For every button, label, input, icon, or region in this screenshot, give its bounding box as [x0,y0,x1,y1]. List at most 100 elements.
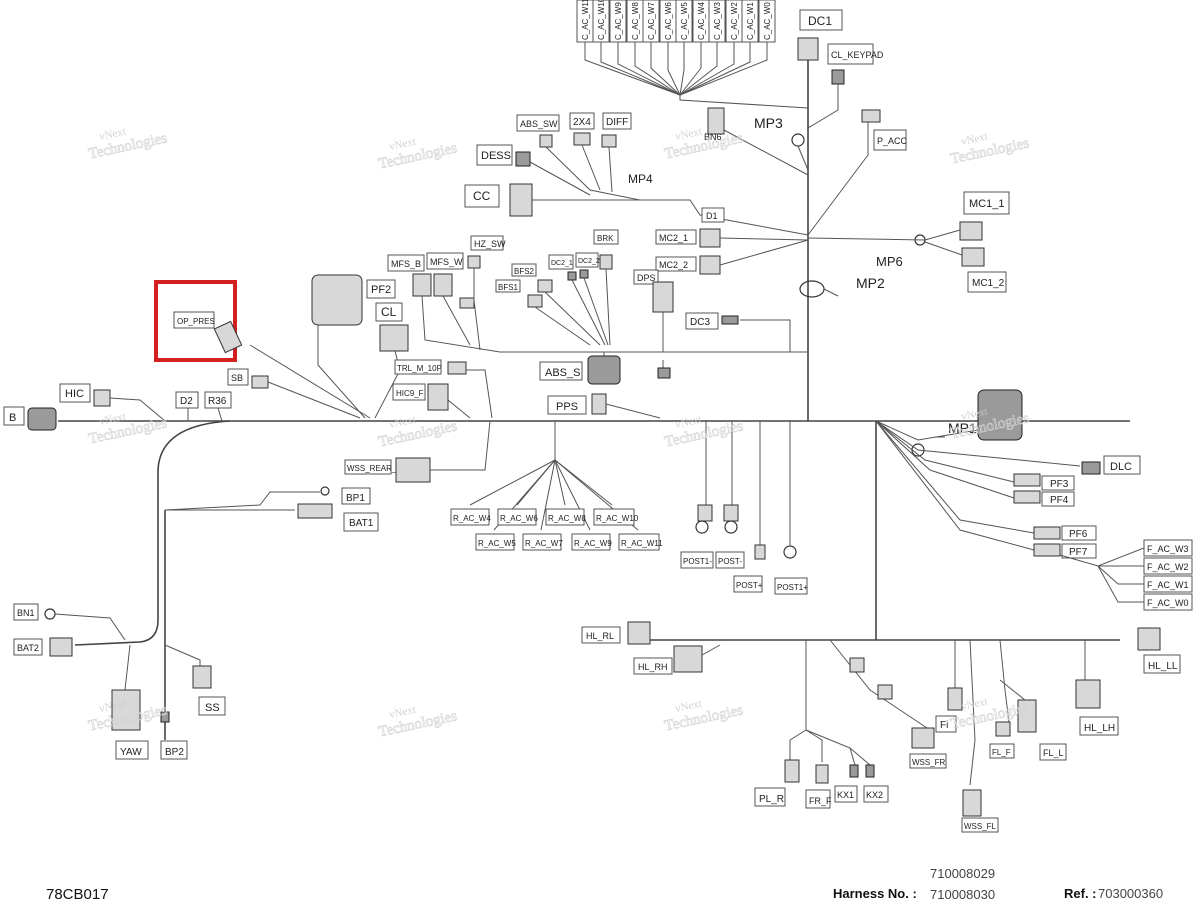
post-plus-label: POST+ [736,581,763,590]
pf4-connector-icon [1013,490,1041,504]
wss-fr-label: WSS_FR [912,758,946,767]
ss-label: SS [205,702,220,714]
hl-ll-connector-icon [1137,627,1161,651]
pf2-connector-icon [311,274,363,326]
bp1-label: BP1 [346,493,365,504]
left-upper-group: SB HIC B D2 R36 [3,368,361,431]
watermark-brand: vNext [960,406,989,423]
abs-s-connector-icon [587,355,621,385]
drawing-id: 78CB017 [46,886,109,903]
watermark-brand: vNext [674,126,703,143]
mc2-2-connector-icon [699,255,721,275]
abs-s-label: ABS_S [545,367,580,379]
watermark-brand: vNext [388,414,417,431]
bat2-connector-icon [49,637,73,657]
c-ac-w7-label: C_AC_W7 [647,2,656,40]
pps-label: PPS [556,401,578,413]
2x4-label: 2X4 [573,117,591,128]
r-ac-w11-label: R_AC_W11 [621,539,663,548]
hz-sw-label: HZ_SW [474,239,506,249]
c-ac-w5-label: C_AC_W5 [680,2,689,40]
watermark-brand: vNext [388,136,417,153]
post-minus-terminal-icon [723,504,739,522]
bfs2-connector-icon [537,279,553,293]
mfs-w-label: MFS_W [430,257,463,267]
cc-label: CC [473,189,491,203]
mp4-label: MP4 [628,172,653,186]
mc1-1-connector-icon [959,221,983,241]
upper-right-group: DC1 CL_KEYPAD MP3 BN6 P_ACC [704,9,908,236]
pf7-label: PF7 [1069,547,1088,558]
kx1-terminal-icon [849,764,859,778]
hl-rl-connector-icon [627,621,651,645]
b-connector-icon [27,407,57,431]
cl-label: CL [381,305,397,319]
hl-rh-label: HL_RH [638,662,668,672]
pf6-label: PF6 [1069,529,1088,540]
ref-label: Ref. : [1064,886,1097,901]
bat2-label: BAT2 [17,643,39,653]
mc2-1-label: MC2_1 [659,233,688,243]
fl-f-connector-icon [995,721,1011,737]
abs-sw-connector-icon [539,134,553,148]
mc1-2-label: MC1_2 [972,278,1005,289]
harness-number-label: Harness No. : [833,886,917,901]
mc1-1-label: MC1_1 [969,198,1004,210]
abs-sw-label: ABS_SW [520,119,558,129]
yaw-label: YAW [120,747,142,758]
fi-label: Fi [940,720,948,731]
fl-f-label: FL_F [992,748,1011,757]
dps-connector-icon [652,281,674,313]
hic9-f-connector-icon [427,383,449,411]
fl-l-connector-icon [1017,699,1037,733]
fi-connector-icon [947,687,963,711]
trl-m-10p-connector-icon [447,361,467,375]
watermarks: vNext Technologies vNext Technologies vN… [87,126,1031,741]
hic-label: HIC [65,388,84,400]
c-ac-fan-wires [584,42,809,109]
f-ac-w3-label: F_AC_W3 [1147,544,1189,554]
mp6-label: MP6 [876,254,903,269]
d2-label: D2 [180,396,193,407]
c-ac-w3-label: C_AC_W3 [713,2,722,40]
mp1-main-connector-icon [977,389,1023,441]
mp2-ring-icon [799,280,825,298]
dlc-label: DLC [1110,461,1132,473]
op-pres-highlight [154,280,237,362]
abs-s-sensor-icon [657,367,671,379]
hl-rh-connector-icon [673,645,703,673]
mc-cluster: MC1_1 MC1_2 MP6 MC2_1 MC2_2 MP2 [655,191,1010,298]
b-label: B [9,412,16,424]
c-ac-w8-label: C_AC_W8 [631,2,640,40]
bp2-terminal-icon [160,711,170,723]
bat1-label: BAT1 [349,518,374,529]
pl-r-label: PL_R [759,794,784,805]
middle-cluster: HZ_SW BRK MFS_B MFS_W DC2_1 DC2_2 BFS2 B… [311,229,808,419]
sb-label: SB [231,373,243,383]
watermark-brand: vNext [98,126,127,143]
r-ac-w5-label: R_AC_W5 [478,539,516,548]
op-pres-group: OP_PRES [154,280,371,419]
diff-connector-icon [601,134,617,148]
pf3-connector-icon [1013,473,1041,487]
watermark-brand: vNext [388,704,417,721]
mfs-wire-connector-icon [459,297,475,309]
pf4-label: PF4 [1050,495,1069,506]
c-ac-w1-label: C_AC_W1 [746,2,755,40]
mfs-b-label: MFS_B [391,259,421,269]
mp1-label: MP1 [948,420,977,436]
r-ac-w8-label: R_AC_W8 [548,514,586,523]
dc1-label: DC1 [808,14,832,28]
wss-fr-mid-connector-icon [849,657,865,673]
wss-rear-bp-group: WSS_REAR_M BP1 BAT1 [164,420,491,532]
lower-right-group: HL_RL HL_RH HL_LL HL_LH WSS_FR PL_R FR_F… [581,621,1181,833]
post1-minus-label: POST1- [683,557,712,566]
mc2-1-connector-icon [699,228,721,248]
d1-label: D1 [706,211,718,221]
post-minus-label: POST- [718,557,742,566]
mp2-label: MP2 [856,275,885,291]
bfs1-connector-icon [527,294,543,308]
r36-label: R36 [208,396,227,407]
r-ac-w10-label: R_AC_W10 [596,514,639,523]
